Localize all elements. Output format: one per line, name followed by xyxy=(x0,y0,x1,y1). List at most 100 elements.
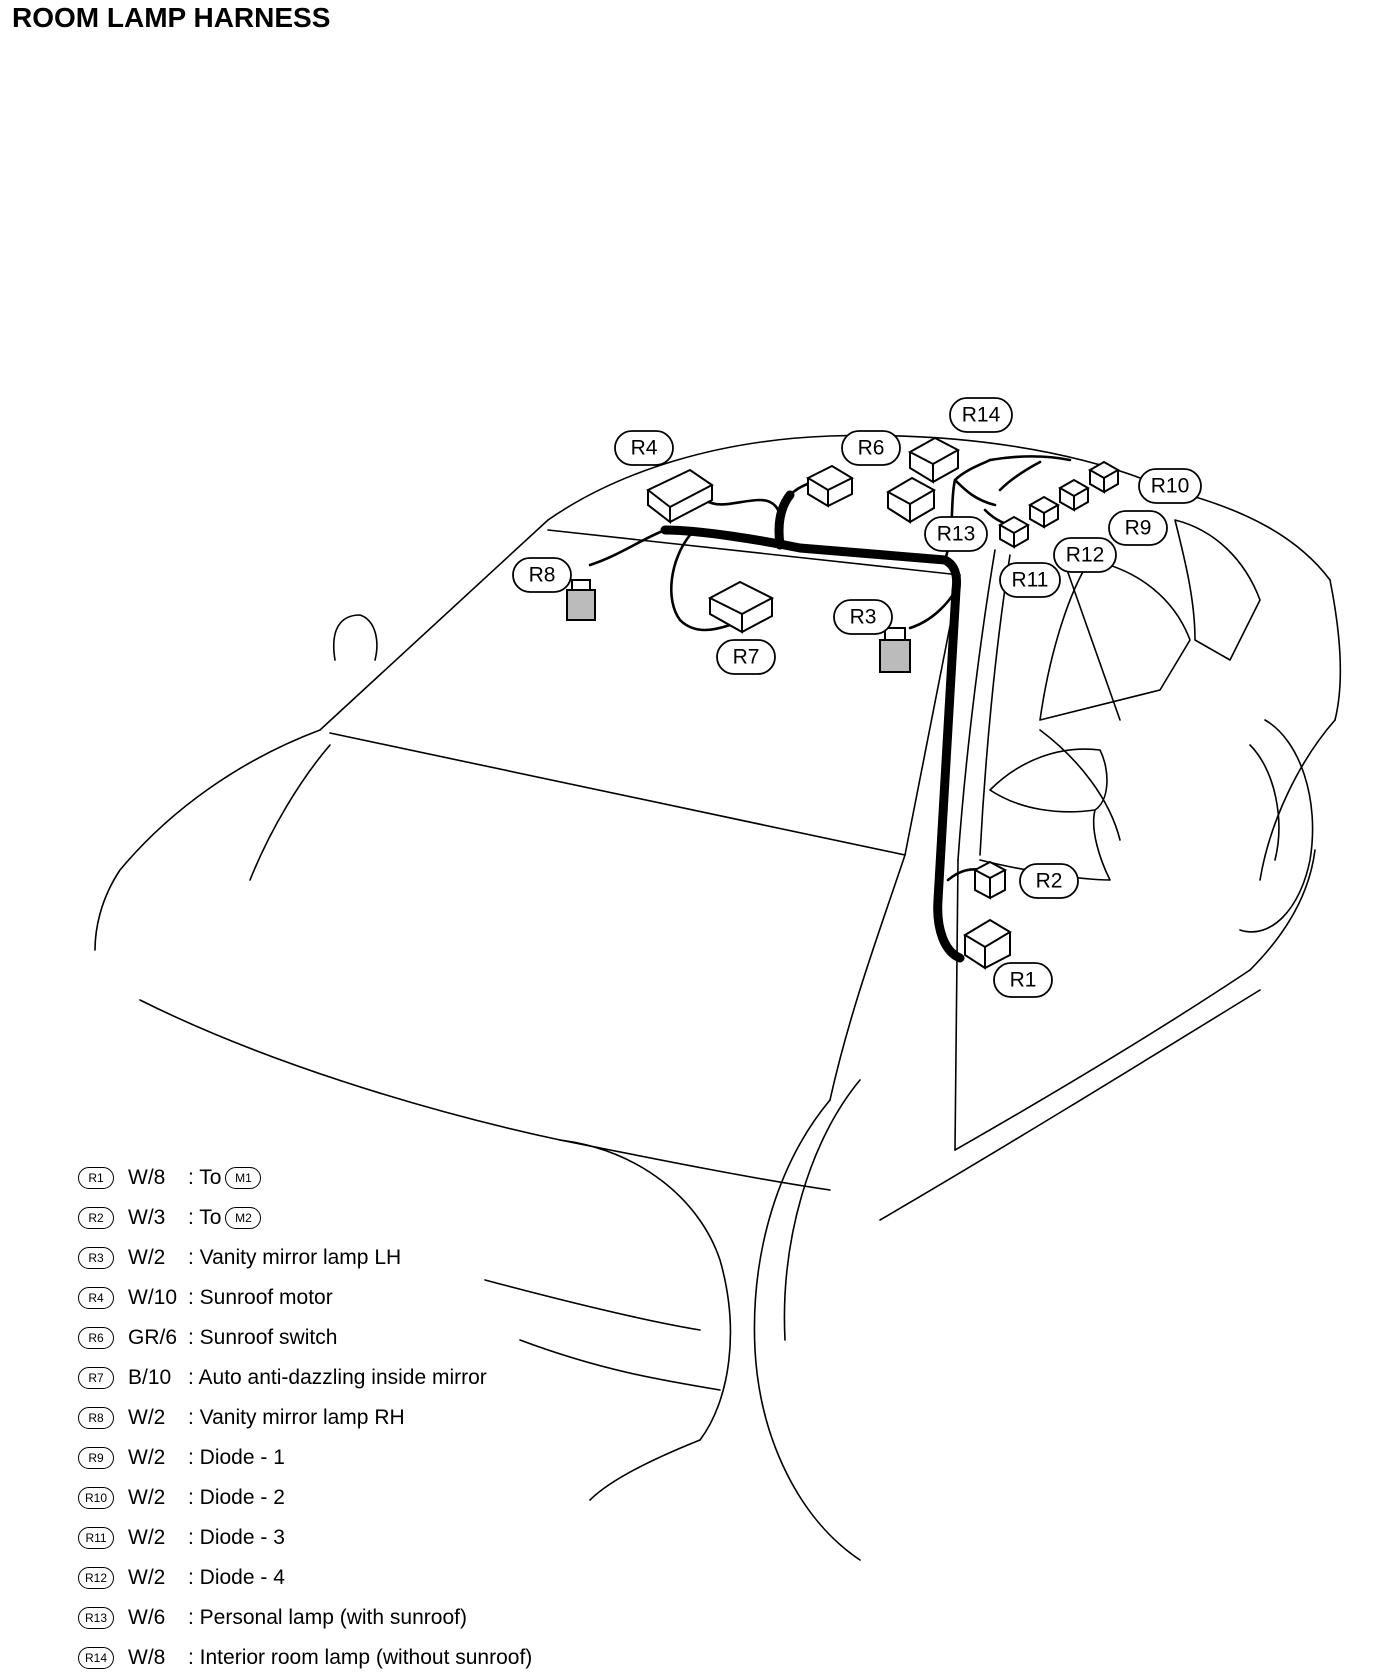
callout-r6: R6 xyxy=(841,430,901,466)
legend-row: R13 W/6 : Personal lamp (with sunroof) xyxy=(78,1598,532,1638)
legend-row: R12 W/2 : Diode - 4 xyxy=(78,1558,532,1598)
legend-row: R14 W/8 : Interior room lamp (without su… xyxy=(78,1638,532,1678)
wire-code: W/2 xyxy=(128,1406,166,1429)
r3-connector xyxy=(879,639,911,673)
legend-desc: : Auto anti-dazzling inside mirror xyxy=(188,1366,487,1389)
main-harness xyxy=(660,525,965,963)
ref-badge: M2 xyxy=(225,1207,262,1229)
legend-badge: R10 xyxy=(78,1487,114,1509)
wire-code: W/2 xyxy=(128,1246,166,1269)
wire-code: W/8 xyxy=(128,1166,166,1189)
legend-row: R3 W/2 : Vanity mirror lamp LH xyxy=(78,1238,532,1278)
callouts: R14 R4 R6 R10 R9 R13 R12 R11 xyxy=(512,397,1202,998)
connector-bodies xyxy=(566,436,1121,970)
legend-row: R4 W/10 : Sunroof motor xyxy=(78,1278,532,1318)
r8-connector xyxy=(566,589,596,621)
legend-badge: R7 xyxy=(78,1367,114,1389)
legend-row: R6 GR/6 : Sunroof switch xyxy=(78,1318,532,1358)
wire-code: W/3 xyxy=(128,1206,166,1229)
legend-desc: : Diode - 4 xyxy=(188,1566,285,1589)
callout-r8: R8 xyxy=(512,557,572,593)
legend-row: R10 W/2 : Diode - 2 xyxy=(78,1478,532,1518)
callout-r11: R11 xyxy=(999,562,1061,598)
legend-badge: R14 xyxy=(78,1647,114,1669)
wire-code: W/6 xyxy=(128,1606,166,1629)
r11-connector xyxy=(997,515,1031,549)
legend-badge: R4 xyxy=(78,1287,114,1309)
wire-code: W/8 xyxy=(128,1646,166,1669)
legend-badge: R8 xyxy=(78,1407,114,1429)
wire-code: W/2 xyxy=(128,1446,166,1469)
svg-text:R8: R8 xyxy=(529,564,556,587)
legend-desc: : Diode - 1 xyxy=(188,1446,285,1469)
legend-row: R1 W/8 : To M1 xyxy=(78,1158,532,1198)
legend-badge: R9 xyxy=(78,1447,114,1469)
legend-badge: R6 xyxy=(78,1327,114,1349)
r9-connector xyxy=(1057,478,1091,512)
callout-r7: R7 xyxy=(716,639,776,675)
legend-desc: : Diode - 2 xyxy=(188,1486,285,1509)
callout-r9: R9 xyxy=(1108,510,1168,546)
legend-desc: : To xyxy=(188,1166,222,1189)
legend-row: R8 W/2 : Vanity mirror lamp RH xyxy=(78,1398,532,1438)
legend-badge: R2 xyxy=(78,1207,114,1229)
svg-text:R4: R4 xyxy=(631,437,658,460)
wire-code: W/2 xyxy=(128,1526,166,1549)
callout-r2: R2 xyxy=(1019,863,1079,899)
r12-connector xyxy=(1027,495,1061,529)
svg-text:R2: R2 xyxy=(1036,870,1063,893)
legend-badge: R13 xyxy=(78,1607,114,1629)
legend-desc: : Sunroof switch xyxy=(188,1326,338,1349)
r4-connector xyxy=(646,468,714,525)
wire-code: W/2 xyxy=(128,1486,166,1509)
ref-badge: M1 xyxy=(225,1167,262,1189)
legend: R1 W/8 : To M1 R2 W/3 : To M2 R3 W/2 : V… xyxy=(78,1158,532,1678)
callout-r12: R12 xyxy=(1053,537,1117,573)
svg-text:R12: R12 xyxy=(1066,544,1105,567)
legend-desc: : Personal lamp (with sunroof) xyxy=(188,1606,467,1629)
wire-code: W/10 xyxy=(128,1286,178,1309)
callout-r10: R10 xyxy=(1138,468,1202,504)
svg-text:R10: R10 xyxy=(1151,475,1190,498)
r6-connector xyxy=(805,464,855,508)
svg-text:R14: R14 xyxy=(962,404,1001,427)
car-outline xyxy=(94,434,1342,1561)
callout-r3: R3 xyxy=(833,599,893,635)
wire-code: GR/6 xyxy=(128,1326,178,1349)
svg-text:R3: R3 xyxy=(850,606,877,629)
r2-connector xyxy=(972,860,1008,900)
branch-wires xyxy=(588,454,1072,882)
callout-r13: R13 xyxy=(924,516,988,552)
r13-connector xyxy=(885,476,937,524)
legend-row: R7 B/10 : Auto anti-dazzling inside mirr… xyxy=(78,1358,532,1398)
svg-text:R6: R6 xyxy=(858,437,885,460)
legend-desc: : Sunroof motor xyxy=(188,1286,333,1309)
legend-desc: : Interior room lamp (without sunroof) xyxy=(188,1646,533,1669)
wire-code: B/10 xyxy=(128,1366,172,1389)
legend-desc: : Vanity mirror lamp LH xyxy=(188,1246,402,1269)
legend-desc: : To xyxy=(188,1206,222,1229)
legend-desc: : Vanity mirror lamp RH xyxy=(188,1406,405,1429)
legend-badge: R3 xyxy=(78,1247,114,1269)
page-title: ROOM LAMP HARNESS xyxy=(12,2,331,33)
legend-row: R9 W/2 : Diode - 1 xyxy=(78,1438,532,1478)
svg-text:R13: R13 xyxy=(937,523,976,546)
legend-badge: R12 xyxy=(78,1567,114,1589)
legend-badge: R1 xyxy=(78,1167,114,1189)
legend-row: R11 W/2 : Diode - 3 xyxy=(78,1518,532,1558)
r10-connector xyxy=(1087,460,1121,494)
legend-badge: R11 xyxy=(78,1527,114,1549)
legend-row: R2 W/3 : To M2 xyxy=(78,1198,532,1238)
callout-r1: R1 xyxy=(993,962,1053,998)
legend-desc: : Diode - 3 xyxy=(188,1526,285,1549)
r7-connector xyxy=(707,580,775,634)
r1-connector xyxy=(963,918,1012,970)
callout-r14: R14 xyxy=(949,397,1013,433)
svg-text:R7: R7 xyxy=(733,646,760,669)
svg-text:R11: R11 xyxy=(1012,569,1049,592)
wire-code: W/2 xyxy=(128,1566,166,1589)
callout-r4: R4 xyxy=(614,430,674,466)
r14-connector xyxy=(907,436,961,484)
svg-text:R9: R9 xyxy=(1125,517,1152,540)
